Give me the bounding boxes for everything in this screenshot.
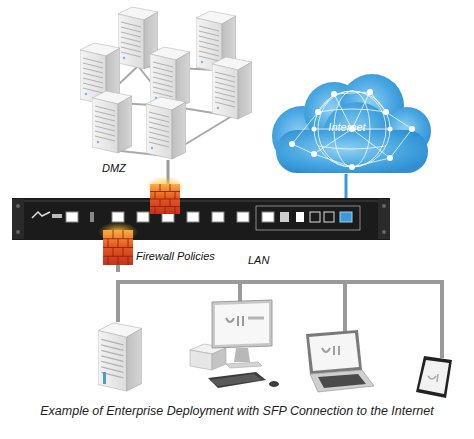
node-label: DMZ [102, 162, 126, 175]
node-label: Firewall Policies [136, 250, 215, 263]
network-link [167, 160, 170, 198]
network-link [345, 174, 348, 198]
network-link [116, 240, 120, 272]
tablet [416, 356, 452, 398]
lan-wiring [118, 282, 442, 356]
router-box: Firewall Policies [12, 198, 390, 240]
desktop-computer [190, 300, 279, 388]
firewall [98, 222, 138, 265]
node-label: Internet [262, 121, 432, 134]
caption-area: Example of Enterprise Deployment with SF… [0, 404, 474, 418]
dmz-servers [80, 7, 252, 159]
server-cluster: DMZ [80, 6, 252, 160]
internet-cloud: Internet [262, 74, 432, 174]
caption: Example of Enterprise Deployment with SF… [0, 404, 474, 418]
laptop [306, 330, 374, 392]
lan-band: LAN [112, 272, 448, 288]
router-details [12, 199, 390, 239]
lan-server [98, 323, 142, 391]
server-links [100, 66, 232, 156]
node-label: LAN [248, 254, 269, 267]
firewall [145, 176, 185, 214]
